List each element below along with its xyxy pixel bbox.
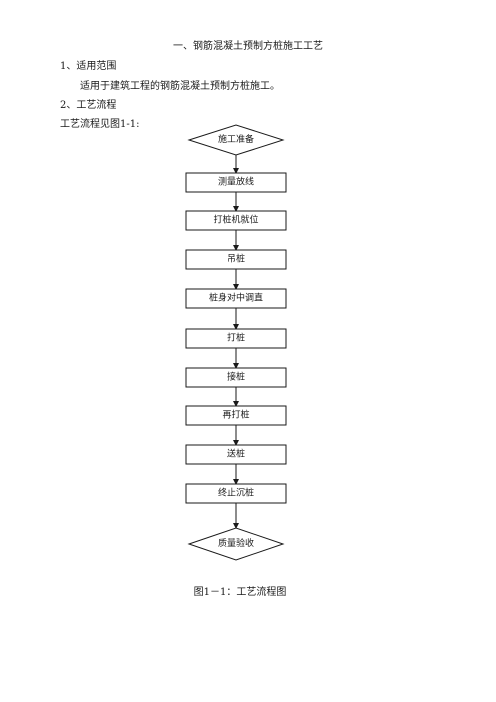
page-title: 一、钢筋混凝土预制方桩施工工艺 (173, 41, 323, 52)
flow-start-node-shape (187, 124, 285, 156)
flow-end-node-shape (187, 527, 285, 561)
flow-step-label: 再打桩 (222, 409, 249, 421)
flow-end-node-label: 质量验收 (218, 537, 254, 549)
flow-step-label: 桩身对中调直 (209, 292, 263, 304)
flow-step-label: 测量放线 (218, 176, 254, 188)
section-1-heading: 1、适用范围 (60, 61, 117, 72)
section-1-body: 适用于建筑工程的钢筋混凝土预制方桩施工。 (80, 81, 280, 92)
flow-step-label: 打桩机就位 (213, 214, 258, 226)
flow-step-label: 终止沉桩 (218, 487, 254, 499)
flow-step-label: 送桩 (227, 448, 245, 460)
section-2-intro: 工艺流程见图1-1: (60, 119, 140, 130)
flow-step-label: 接桩 (227, 371, 245, 383)
flow-start-node-label: 施工准备 (218, 133, 254, 145)
figure-caption: 图1－1：工艺流程图 (193, 587, 287, 598)
flow-step-label: 吊桩 (227, 253, 245, 265)
section-2-heading: 2、工艺流程 (60, 100, 117, 111)
flow-step-label: 打桩 (227, 332, 245, 344)
